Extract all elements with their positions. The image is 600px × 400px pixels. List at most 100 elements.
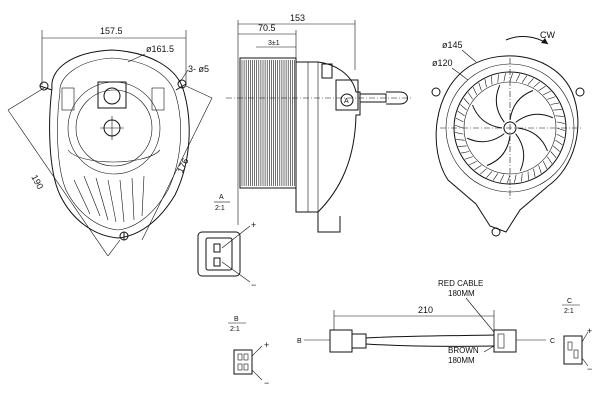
- fan-vane: [533, 168, 536, 178]
- leader-minus: [221, 261, 251, 283]
- fan-vane: [538, 165, 542, 174]
- motor-connector: [335, 79, 359, 111]
- fan-blade: [495, 85, 505, 123]
- detail-a-title: A: [219, 194, 224, 201]
- rotation-text: CW: [540, 30, 555, 40]
- pin: [213, 243, 221, 253]
- leader: [461, 49, 477, 63]
- leader-plus: [221, 225, 251, 249]
- wire-red: [365, 334, 495, 339]
- detail-b-title: B: [234, 316, 239, 323]
- fan-vane: [521, 173, 523, 182]
- dim-161-text: ø161.5: [146, 44, 174, 54]
- dim-70-text: 70.5: [258, 23, 276, 33]
- mount-hole: [491, 227, 501, 237]
- pin: [243, 363, 249, 371]
- clip: [61, 87, 75, 111]
- plus-b: +: [264, 340, 269, 350]
- fan-vane: [460, 151, 470, 154]
- side-view: 153 70.5 3±1 A: [226, 13, 412, 233]
- fan-vane: [484, 78, 487, 88]
- pin: [243, 353, 249, 361]
- fan-vane: [555, 115, 564, 117]
- detail-c-title: C: [567, 298, 572, 305]
- leader-plus: [581, 331, 589, 343]
- detail-a-marker: [340, 93, 354, 107]
- impeller-blades: [241, 60, 295, 186]
- fan-vane: [486, 171, 493, 178]
- fan-vane: [547, 156, 553, 164]
- foot: [317, 212, 341, 233]
- dim-153-text: 153: [290, 13, 305, 23]
- leader-plus: [251, 345, 263, 357]
- cable-assembly: RED CABLE 180MM 210 B C BROWN 180MM: [297, 279, 555, 365]
- arc: [67, 149, 161, 163]
- fan-blade: [515, 133, 525, 171]
- mount-hole: [431, 87, 441, 97]
- fan-vane: [556, 127, 566, 132]
- detail-a: A 2:1 + −: [197, 194, 256, 290]
- tab: [321, 63, 333, 79]
- cable-connector-b: [329, 329, 353, 353]
- ext-line: [107, 239, 121, 257]
- fan-vane: [456, 139, 465, 141]
- fan-vane: [455, 132, 464, 135]
- ext-line: [185, 85, 213, 99]
- end-b-label: B: [297, 338, 302, 345]
- dim-190-text: 190: [29, 173, 45, 191]
- detail-c-scale: 2:1: [564, 308, 574, 315]
- latch: [497, 333, 505, 349]
- detail-a-scale: 2:1: [215, 205, 225, 212]
- connector-c-body: [563, 335, 583, 365]
- housing-inner: [57, 57, 181, 231]
- fan-vane: [527, 78, 534, 85]
- fan-vane: [469, 160, 477, 166]
- red-cable-label: RED CABLE: [438, 279, 483, 288]
- fan-vane: [543, 90, 551, 96]
- fan-vane: [479, 168, 487, 175]
- connector-socket: [103, 87, 121, 105]
- fan-vane: [514, 174, 517, 183]
- red-leader: [465, 297, 495, 333]
- fan-vane: [499, 174, 505, 183]
- pin: [567, 341, 573, 351]
- ext-line: [7, 87, 45, 111]
- dim-210-text: 210: [418, 305, 433, 315]
- ear-links: [39, 83, 187, 240]
- dim-line-190: [7, 109, 109, 257]
- detail-a-letter: A: [344, 98, 349, 105]
- connector-b-body: [233, 349, 253, 375]
- motor-housing: [295, 61, 361, 213]
- fan-vane: [515, 73, 521, 82]
- fan-vane: [555, 139, 563, 146]
- fan-vane: [553, 145, 560, 152]
- minus-c: −: [587, 364, 592, 374]
- connector-a-inner: [205, 237, 233, 271]
- fan-vane: [547, 96, 556, 100]
- brown-cable-length: 180MM: [448, 356, 475, 365]
- wire-brown: [365, 343, 495, 347]
- brown-cable-label: BROWN: [448, 346, 479, 355]
- fan-blade: [509, 90, 534, 121]
- fan-vane: [556, 133, 565, 139]
- pin: [237, 363, 243, 371]
- pin: [237, 353, 243, 361]
- fan-vane: [521, 75, 528, 83]
- fan-blade: [486, 135, 511, 166]
- fan-blade: [515, 113, 553, 123]
- cable-connector-c: [493, 329, 517, 353]
- fan-vane: [542, 161, 548, 169]
- mount-hole: [575, 87, 585, 97]
- rear-view: ø145 ø120 CW: [431, 30, 585, 237]
- fan-blade: [517, 127, 548, 152]
- holes-text: 3- ø5: [188, 64, 209, 74]
- fan-blades: [454, 72, 566, 184]
- fan-vane: [506, 174, 511, 184]
- fan-vane: [474, 165, 482, 171]
- connector-b-boot: [351, 333, 367, 349]
- dim-145-text: ø145: [442, 40, 463, 50]
- red-cable-length: 180MM: [448, 289, 475, 298]
- detail-b-scale: 2:1: [230, 326, 240, 333]
